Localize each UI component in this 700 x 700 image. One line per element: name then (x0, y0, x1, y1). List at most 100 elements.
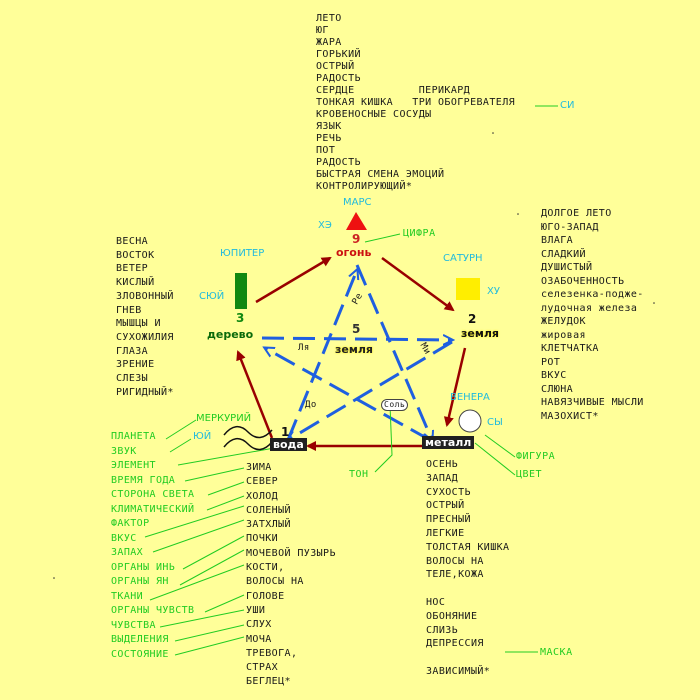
cycle-arrow-water-wood (236, 350, 274, 439)
wood-planet: ЮПИТЕР (220, 248, 265, 259)
control-line-fire-metal (355, 264, 432, 440)
attribute-line: МОЧА (246, 633, 272, 645)
attribute-line: ЗРЕНИЕ (116, 359, 155, 371)
wood-rectangle-icon (235, 273, 247, 309)
attribute-line: ТОНКАЯ КИШКА ТРИ ОБОГРЕВАТЕЛЯ (316, 97, 516, 108)
attribute-line: СУХОЖИЛИЯ (116, 331, 174, 343)
attribute-line: СТОРОНА СВЕТА (111, 489, 195, 500)
earth-planet: САТУРН (443, 253, 483, 264)
attribute-line: ЗАТХЛЫЙ (246, 519, 291, 531)
attribute-line: СЛИЗЬ (426, 624, 459, 636)
mask-label: МАСКА (540, 647, 573, 658)
attribute-line: ЗАВИСИМЫЙ* (426, 665, 491, 677)
attribute-line: ЗИМА (246, 462, 272, 473)
note-sol: Соль (381, 399, 409, 411)
fire-channel: ХЭ (318, 220, 332, 231)
attribute-line: РЕЧЬ (316, 133, 342, 144)
attribute-line: ДЕПРЕССИЯ (426, 638, 484, 650)
attribute-line: жировая (541, 329, 586, 341)
fire-element: огонь (336, 246, 372, 259)
metal-color-label: ЦВЕТ (516, 469, 543, 480)
attribute-line: ОСТРЫЙ (426, 500, 465, 512)
metal-channel: СЫ (487, 417, 503, 428)
center-element: земля (335, 343, 373, 356)
center-number: 5 (352, 322, 361, 336)
attribute-line: ПОЧКИ (246, 533, 279, 545)
attribute-line: СОСТОЯНИЕ (111, 648, 169, 660)
attribute-line: ВКУС (541, 370, 567, 381)
attribute-line: РИГИДНЫЙ* (116, 386, 174, 398)
attribute-line: СОЛЕНЫЙ (246, 504, 291, 516)
connector-lines (144, 105, 558, 656)
attribute-line: ВЫДЕЛЕНИЯ (111, 634, 169, 645)
attribute-line: ЛЕТО (316, 13, 342, 24)
control-line-wood-earth (261, 338, 452, 340)
attribute-line: СЕВЕР (246, 476, 279, 488)
attribute-line: СТРАХ (246, 662, 279, 674)
fire-number: 9 (352, 232, 361, 246)
stray-dots (53, 132, 655, 579)
water-planet: МЕРКУРИЙ (196, 413, 252, 424)
attribute-line: ОСЕНЬ (426, 459, 459, 470)
control-line-metal-wood (265, 348, 431, 442)
attribute-line: селезенка-поджe- (541, 289, 644, 300)
attribute-line: ЮГО-ЗАПАД (541, 221, 599, 233)
control-line-earth-water (288, 340, 453, 440)
metal-planet: ВЕНЕРА (450, 392, 490, 403)
attribute-line: ОРГАНЫ ИНЬ (111, 561, 176, 573)
si-label: СИ (560, 100, 575, 111)
attribute-line: ТОЛСТАЯ КИШКА (426, 541, 510, 553)
attribute-line: НОС (426, 596, 446, 608)
attribute-line: РАДОСТЬ (316, 73, 361, 84)
attribute-line: ПОТ (316, 145, 336, 156)
attribute-line: ВОСТОК (116, 249, 155, 261)
attribute-line: СЛАДКИЙ (541, 248, 586, 260)
note-la: Ля (298, 343, 310, 353)
water-number: 1 (281, 425, 290, 439)
earth-element: земля (461, 327, 499, 340)
attribute-line: ФАКТОР (111, 518, 150, 529)
attribute-line: КИСЛЫЙ (116, 277, 155, 289)
attribute-line: ХОЛОД (246, 490, 279, 502)
attribute-line: ВКУС (111, 532, 137, 544)
attribute-line (426, 651, 509, 665)
attribute-line: ЗЛОВОННЫЙ (116, 290, 174, 302)
metal-circle-icon (458, 409, 482, 433)
attribute-line: ТЕЛЕ,КОЖА (426, 569, 484, 581)
fire-planet: МАРС (343, 197, 372, 208)
attribute-line: КЛЕТЧАТКА (541, 343, 599, 354)
attribute-line: БЕГЛЕЦ* (246, 676, 291, 688)
attribute-line: СЛУХ (246, 619, 272, 631)
attribute-line: СЛЕЗЫ (116, 373, 149, 385)
attribute-line: ОБОНЯНИЕ (426, 610, 478, 622)
attribute-line: СУХОСТЬ (426, 486, 471, 498)
attribute-line: ЛЕГКИЕ (426, 527, 465, 539)
attribute-line: ГНЕВ (116, 304, 142, 316)
attribute-line: ГОЛОВЕ (246, 590, 285, 602)
wood-channel: СЮЙ (199, 291, 225, 302)
attribute-line: ОРГАНЫ ЧУВСТВ (111, 605, 195, 616)
attribute-line: ЗАПАД (426, 472, 459, 484)
attribute-line: ВЕТЕР (116, 263, 149, 275)
attribute-line: ЗВУК (111, 445, 137, 457)
attribute-line: ДУШИСТЫЙ (541, 262, 593, 273)
attribute-line: ВЕСНА (116, 236, 149, 247)
attribute-line: КОСТИ, (246, 562, 285, 574)
metal-element: металл (422, 436, 475, 449)
attribute-line: БЫСТРАЯ СМЕНА ЭМОЦИЙ (316, 169, 445, 180)
attribute-line: ОРГАНЫ ЯН (111, 576, 169, 587)
attribute-line: ЖАРА (316, 37, 342, 48)
attribute-line: ПРЕСНЫЙ (426, 514, 471, 526)
attribute-line: ГЛАЗА (116, 345, 149, 357)
attribute-line: КЛИМАТИЧЕСКИЙ (111, 503, 195, 515)
attribute-line: МАЗОХИСТ* (541, 410, 599, 422)
earth-square-icon (456, 278, 480, 300)
attribute-line: ТКАНИ (111, 590, 144, 602)
attribute-line: ОЗАБОЧЕННОСТЬ (541, 275, 625, 287)
attribute-line: НАВЯЗЧИВЫЕ МЫСЛИ (541, 397, 644, 408)
attribute-line (426, 582, 509, 596)
